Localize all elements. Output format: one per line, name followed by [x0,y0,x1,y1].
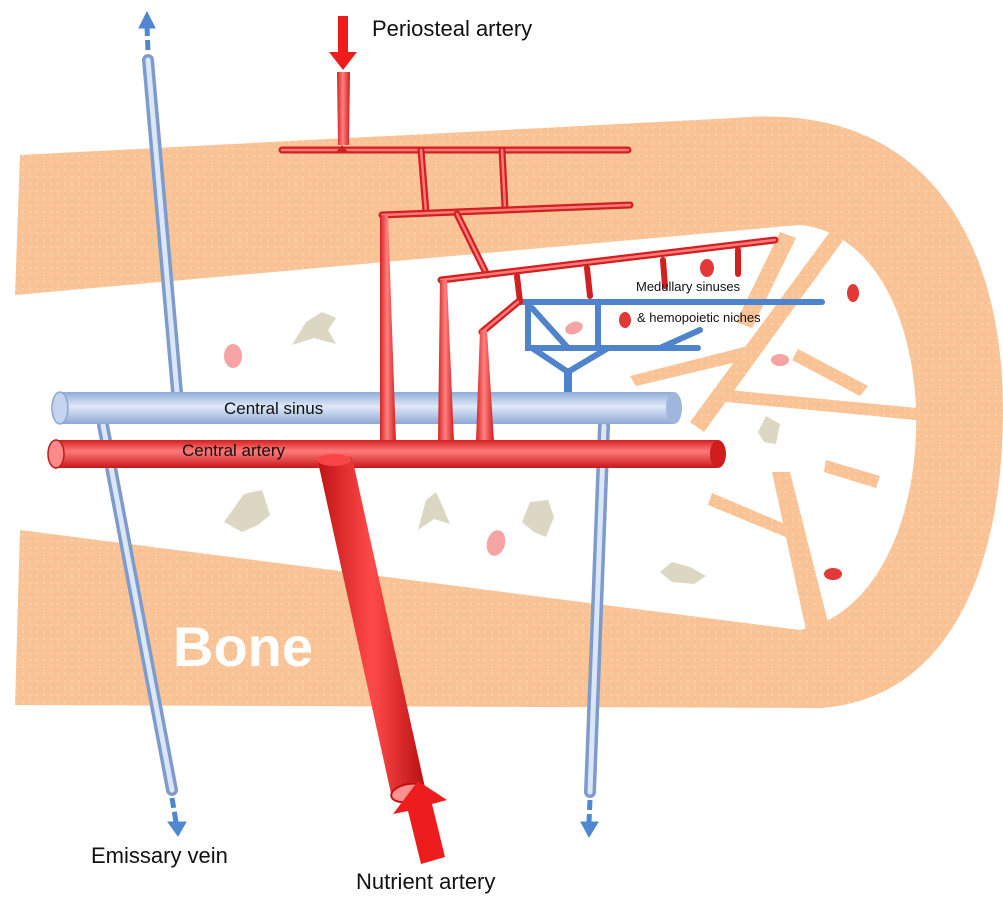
cell-red [700,259,714,277]
central-artery [48,440,726,468]
central-artery-label: Central artery [182,441,285,461]
central-sinus-label: Central sinus [224,399,323,419]
hemopoietic-niches-label: & hemopoietic niches [637,310,761,325]
trabecula-3 [792,349,868,396]
nutrient-artery-label: Nutrient artery [356,869,495,895]
arrow-down-icon [168,822,186,836]
stromal-cell [418,492,450,530]
cell-pink [484,528,508,558]
arrow-down-icon [329,16,357,70]
cell-red [619,312,631,328]
cell-pink [563,319,584,336]
emissary-vein-label: Emissary vein [91,843,228,869]
cell-pink [224,344,242,368]
central-sinus [52,392,682,424]
periosteal-artery-label: Periosteal artery [372,16,532,42]
medullary-sinuses-label: Medullary sinuses [636,279,740,294]
stromal-cell [522,500,554,537]
stromal-cell [660,562,706,584]
stromal-cell [224,490,270,532]
arrow-up-icon [139,12,155,28]
stromal-cell [292,312,336,345]
cell-red [847,284,859,302]
arrow-down-icon [581,822,598,837]
cell-red [824,568,842,580]
bone-label: Bone [173,614,313,679]
stromal-cell [758,416,780,444]
periosteal-trunk [336,72,350,152]
trabecula-6 [824,460,880,488]
cell-pink [771,354,789,366]
